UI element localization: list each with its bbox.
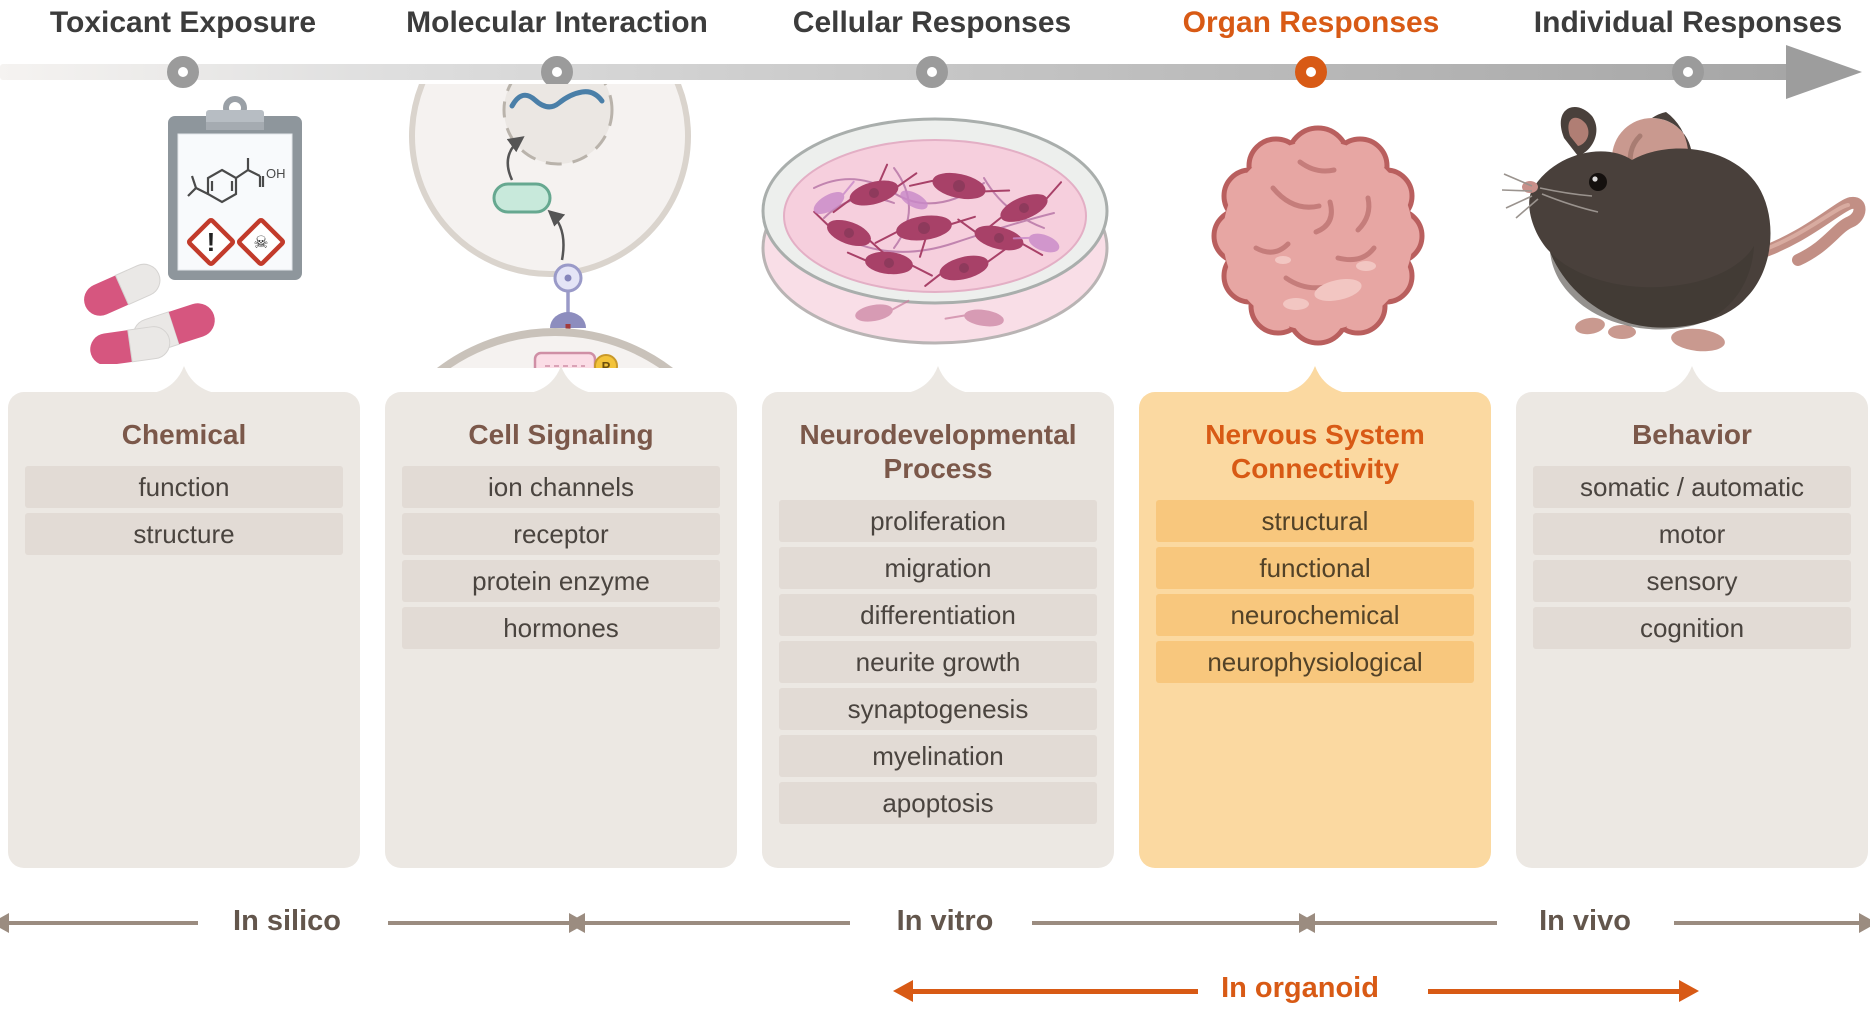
mouse-eye bbox=[1589, 173, 1607, 191]
panel-chemical: Chemical function structure bbox=[8, 366, 360, 868]
in-vivo-label: In vivo bbox=[1539, 905, 1631, 937]
panel-item-list: somatic / automatic motor sensory cognition bbox=[1516, 466, 1868, 649]
panel-cell-signaling: Cell Signaling ion channels receptor prote… bbox=[385, 366, 737, 868]
chemical-structure-icon: OH bbox=[187, 158, 286, 204]
panel-behavior: Behavior somatic / automatic motor sensory… bbox=[1516, 366, 1868, 868]
list-item: proliferation bbox=[779, 500, 1097, 542]
neuron-network-icon bbox=[813, 163, 1063, 327]
list-item: structural bbox=[1156, 500, 1474, 542]
panel-header: Cell Signaling bbox=[468, 419, 654, 450]
panel-pointer bbox=[525, 366, 597, 394]
in-organoid-label: In organoid bbox=[1221, 972, 1379, 1004]
list-item: neurite growth bbox=[779, 641, 1097, 683]
second-messenger-icon bbox=[553, 263, 583, 318]
list-item: hormones bbox=[402, 607, 720, 649]
panel-header: Nervous System Connectivity bbox=[1205, 419, 1425, 484]
panel-item-list: proliferation migration differentiation neu… bbox=[762, 500, 1114, 824]
list-item: somatic / automatic bbox=[1533, 466, 1851, 508]
panel-header: Neurodevelopmental Process bbox=[799, 419, 1077, 484]
list-item: motor bbox=[1533, 513, 1851, 555]
arrow-left-icon bbox=[893, 980, 1198, 1002]
arrow-left-icon bbox=[1297, 913, 1497, 933]
list-item: differentiation bbox=[779, 594, 1097, 636]
timeline-node-toxicant-exposure bbox=[167, 56, 199, 88]
panel-item-list: function structure bbox=[8, 466, 360, 555]
panel-pointer bbox=[148, 366, 220, 394]
list-item: myelination bbox=[779, 735, 1097, 777]
arrow-right-icon bbox=[388, 913, 587, 933]
panel-header: Behavior bbox=[1632, 419, 1752, 450]
panel-header: Chemical bbox=[121, 419, 247, 450]
svg-text:P: P bbox=[602, 359, 611, 368]
capsule-icon bbox=[90, 326, 171, 364]
panel-item-list: ion channels receptor protein enzyme hormon… bbox=[385, 466, 737, 649]
arrow-right-icon bbox=[1032, 913, 1317, 933]
panel-pointer bbox=[1656, 366, 1728, 394]
hazard-diamond-skull-icon: ☠ bbox=[236, 217, 286, 267]
mouse-whiskers bbox=[1502, 173, 1599, 219]
panel-pointer bbox=[902, 366, 974, 394]
panel-nervous-system-connectivity: Nervous System Connectivity structural fu… bbox=[1139, 366, 1491, 868]
mouse-icon bbox=[1502, 107, 1866, 352]
list-item: cognition bbox=[1533, 607, 1851, 649]
list-item: function bbox=[25, 466, 343, 508]
list-item: ion channels bbox=[402, 466, 720, 508]
timeline-node-individual-responses bbox=[1672, 56, 1704, 88]
stage-title-individual-responses: Individual Responses bbox=[1533, 6, 1843, 39]
svg-text:!: ! bbox=[207, 227, 216, 257]
brain-organoid-icon bbox=[1211, 125, 1425, 346]
timeline-node-cellular-responses bbox=[916, 56, 948, 88]
in-silico-label: In silico bbox=[233, 905, 341, 937]
stage-title-molecular-interaction: Molecular Interaction bbox=[406, 6, 708, 39]
transcription-factor-icon bbox=[492, 182, 552, 214]
arrow-right-icon bbox=[1428, 980, 1699, 1002]
arrow-left-icon bbox=[567, 913, 850, 933]
list-item: migration bbox=[779, 547, 1097, 589]
organoid-scale-row: In organoid bbox=[0, 970, 1870, 1016]
mouse-feet bbox=[1575, 317, 1725, 352]
method-scale-row: In silico In vitro In vivo bbox=[0, 903, 1870, 945]
in-vitro-label: In vitro bbox=[896, 905, 994, 937]
timeline-node-molecular-interaction bbox=[541, 56, 573, 88]
stage-title-toxicant-exposure: Toxicant Exposure bbox=[49, 6, 317, 39]
stage-title-organ-responses: Organ Responses bbox=[1182, 6, 1440, 39]
capsule-icon bbox=[84, 263, 161, 316]
cell-signaling-pathway-icon: P P P bbox=[409, 84, 691, 368]
arrow-right-icon bbox=[1674, 913, 1870, 933]
list-item: apoptosis bbox=[779, 782, 1097, 824]
upper-cell-icon bbox=[409, 84, 691, 277]
panel-pointer bbox=[1279, 366, 1351, 394]
list-item: neurochemical bbox=[1156, 594, 1474, 636]
list-item: neurophysiological bbox=[1156, 641, 1474, 683]
panel-item-list: structural functional neurochemical neuroph… bbox=[1139, 500, 1491, 683]
list-item: synaptogenesis bbox=[779, 688, 1097, 730]
stage-title-cellular-responses: Cellular Responses bbox=[792, 6, 1072, 39]
svg-text:☠: ☠ bbox=[253, 233, 268, 253]
clipboard-hazard-pills-icon: OH ! ☠ bbox=[84, 96, 302, 364]
petri-dish-neurons-icon bbox=[761, 117, 1109, 345]
list-item: protein enzyme bbox=[402, 560, 720, 602]
organoid-folds bbox=[1253, 159, 1377, 291]
panel-neurodevelopmental-process: Neurodevelopmental Process proliferation… bbox=[762, 366, 1114, 868]
timeline-arrowhead-icon bbox=[1786, 45, 1862, 99]
list-item: structure bbox=[25, 513, 343, 555]
timeline-bar bbox=[0, 64, 1792, 80]
list-item: receptor bbox=[402, 513, 720, 555]
hazard-diamond-exclamation-icon: ! bbox=[186, 217, 236, 267]
dna-strand-icon bbox=[509, 89, 605, 110]
timeline-node-organ-responses bbox=[1295, 56, 1327, 88]
arrow-left-icon bbox=[0, 913, 198, 933]
phosphorylated-protein-icon: P bbox=[533, 351, 618, 368]
organoid-highlights bbox=[1275, 256, 1376, 310]
list-item: sensory bbox=[1533, 560, 1851, 602]
list-item: functional bbox=[1156, 547, 1474, 589]
svg-text:OH: OH bbox=[266, 166, 286, 181]
